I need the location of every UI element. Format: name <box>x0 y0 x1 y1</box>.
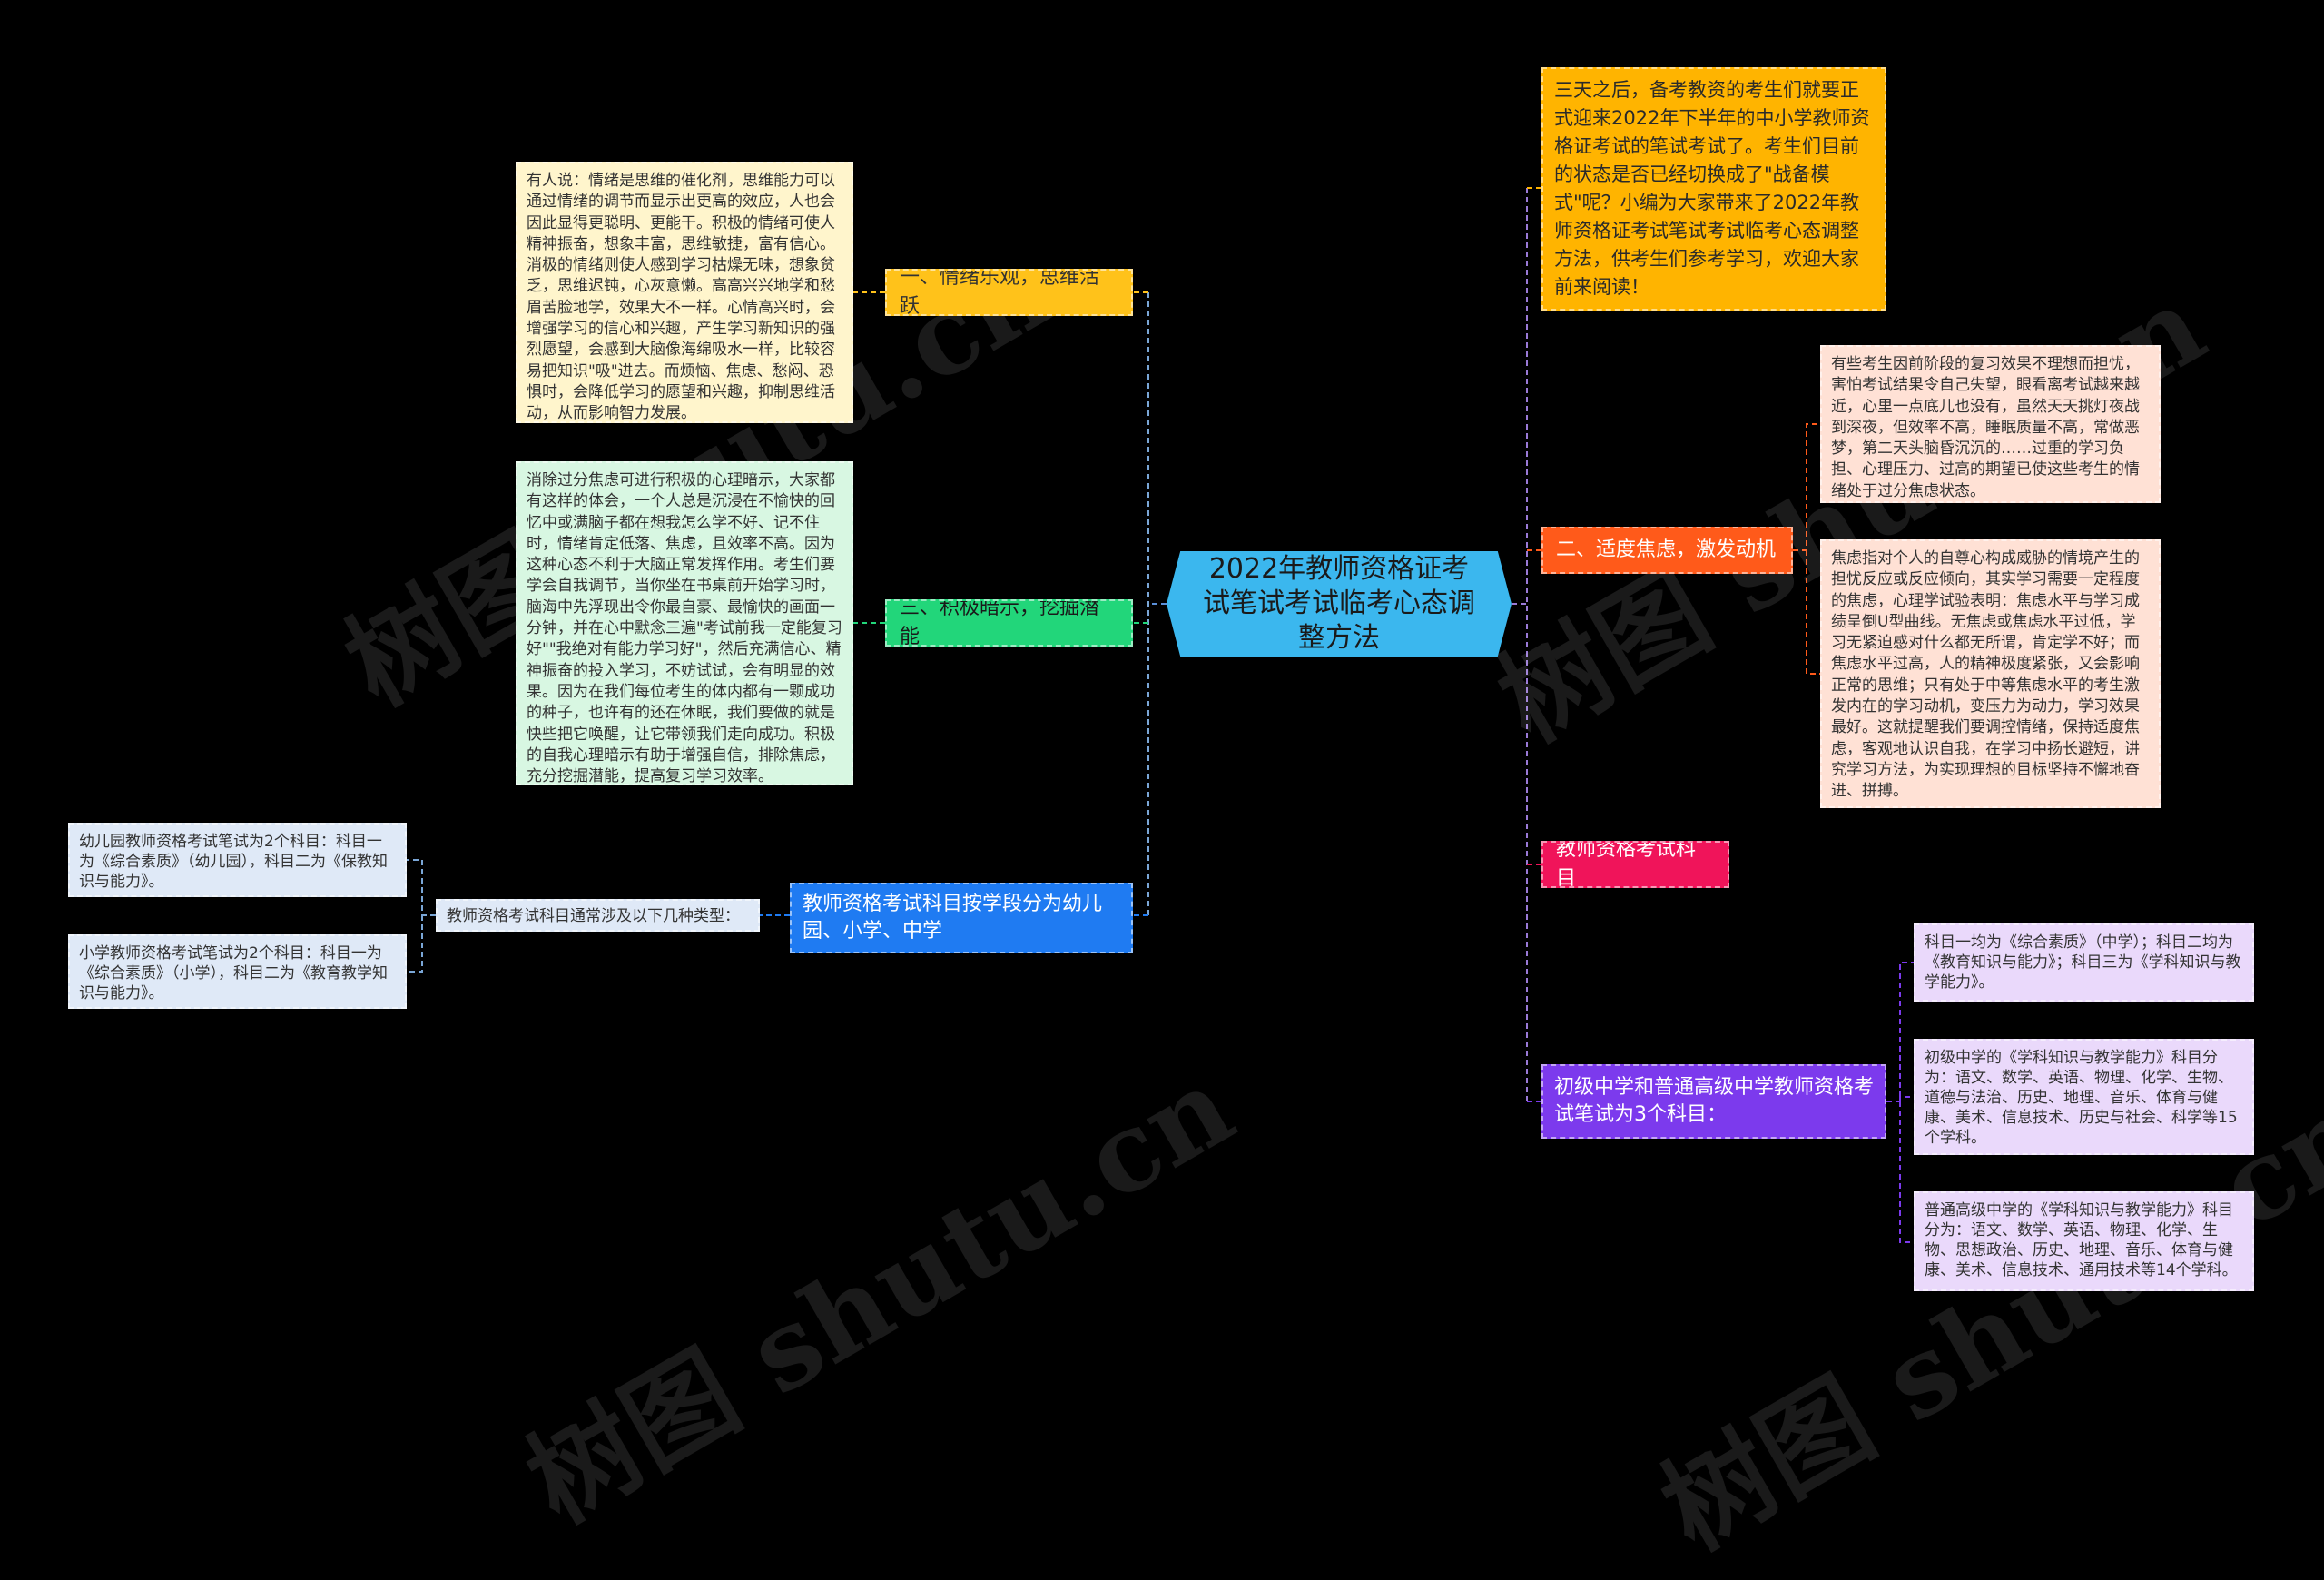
leaf-anxiety-worry: 有些考生因前阶段的复习效果不理想而担忧，害怕考试结果令自己失望，眼看离考试越来越… <box>1820 345 2161 503</box>
leaf-emotion-detail: 有人说：情绪是思维的催化剂，思维能力可以通过情绪的调节而显示出更高的效应，人也会… <box>516 162 853 423</box>
branch-positive-suggestion[interactable]: 三、积极暗示，挖掘潜能 <box>885 599 1133 647</box>
leaf-common-subjects: 科目一均为《综合素质》（中学）；科目二均为《教育知识与能力》；科目三为《学科知识… <box>1914 923 2254 1002</box>
branch-exam-subjects-by-stage[interactable]: 教师资格考试科目按学段分为幼儿园、小学、中学 <box>790 883 1133 953</box>
branch-moderate-anxiety[interactable]: 二、适度焦虑，激发动机 <box>1541 527 1793 574</box>
leaf-primary-subjects: 小学教师资格考试笔试为2个科目：科目一为《综合素质》（小学），科目二为《教育教学… <box>68 934 407 1009</box>
branch-middle-high-subjects[interactable]: 初级中学和普通高级中学教师资格考试笔试为3个科目： <box>1541 1064 1886 1139</box>
leaf-suggestion-detail: 消除过分焦虑可进行积极的心理暗示，大家都有这样的体会，一个人总是沉浸在不愉快的回… <box>516 461 853 785</box>
branch-emotion-optimism[interactable]: 一、情绪乐观，思维活跃 <box>885 269 1133 316</box>
center-topic[interactable]: 2022年教师资格证考试笔试考试临考心态调整方法 <box>1167 551 1512 657</box>
leaf-kindergarten-subjects: 幼儿园教师资格考试笔试为2个科目：科目一为《综合素质》（幼儿园），科目二为《保教… <box>68 823 407 897</box>
branch-intro[interactable]: 三天之后，备考教资的考生们就要正式迎来2022年下半年的中小学教师资格证考试的笔… <box>1541 67 1886 311</box>
leaf-anxiety-theory: 焦虑指对个人的自尊心构成威胁的情境产生的担忧反应或反应倾向，其实学习需要一定程度… <box>1820 539 2161 808</box>
leaf-senior-high-subjects: 普通高级中学的《学科知识与教学能力》科目分为：语文、数学、英语、物理、化学、生物… <box>1914 1191 2254 1291</box>
connector-lines <box>407 187 1914 1243</box>
branch-exam-subjects[interactable]: 教师资格考试科目 <box>1541 841 1729 888</box>
leaf-junior-high-subjects: 初级中学的《学科知识与教学能力》科目分为：语文、数学、英语、物理、化学、生物、道… <box>1914 1039 2254 1155</box>
leaf-subject-types: 教师资格考试科目通常涉及以下几种类型： <box>436 899 760 932</box>
